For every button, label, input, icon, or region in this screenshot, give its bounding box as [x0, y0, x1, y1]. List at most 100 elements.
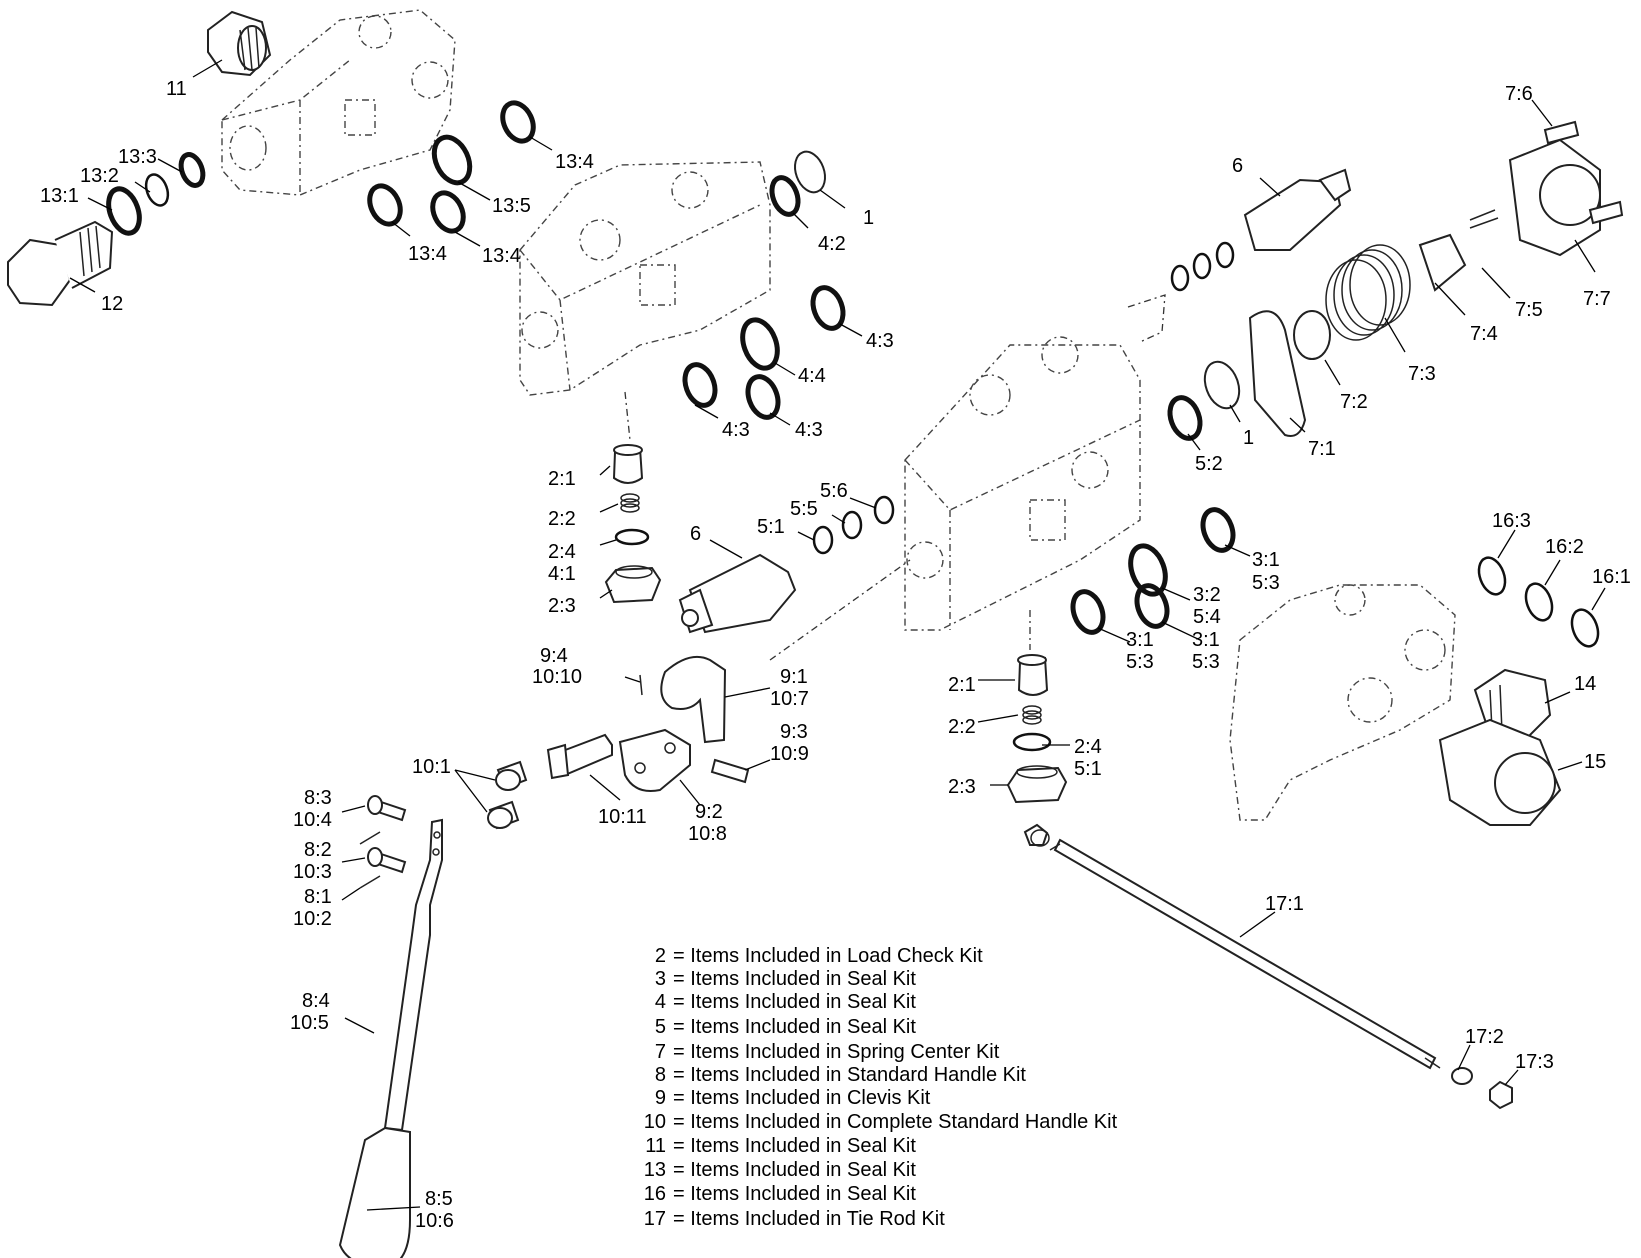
- callout-7-3: 7:3: [1408, 363, 1436, 385]
- callout-2-2a: 2:2: [548, 508, 576, 530]
- inlet-housing: [221, 9, 456, 196]
- callout-9-4: 9:4: [540, 645, 568, 667]
- callout-8-5: 8:5: [425, 1188, 453, 1210]
- legend-row: 16 = Items Included in Seal Kit: [644, 1183, 917, 1205]
- callout-16-3: 16:3: [1492, 510, 1531, 532]
- callout-17-1: 17:1: [1265, 893, 1304, 915]
- callout-5-3c: 5:3: [1192, 651, 1220, 673]
- callout-13-4b: 13:4: [408, 243, 447, 265]
- callout-10-6: 10:6: [415, 1210, 454, 1232]
- callout-10-2: 10:2: [293, 908, 332, 930]
- callout-4-2: 4:2: [818, 233, 846, 255]
- legend-text: = Items Included in Seal Kit: [673, 1183, 916, 1205]
- callout-3-1c: 3:1: [1192, 629, 1220, 651]
- callout-5-3a: 5:3: [1252, 572, 1280, 594]
- legend-text: = Items Included in Seal Kit: [673, 1159, 916, 1181]
- kit-legend: 2 = Items Included in Load Check Kit 3 =…: [644, 945, 1118, 1230]
- fitting-15: [1438, 718, 1562, 826]
- callout-13-4c: 13:4: [482, 245, 521, 267]
- legend-number: 13: [644, 1159, 666, 1181]
- callout-7-5: 7:5: [1515, 299, 1543, 321]
- callout-16-2: 16:2: [1545, 536, 1584, 558]
- outlet-housing: [1229, 584, 1456, 821]
- callout-10-11: 10:11: [598, 806, 647, 828]
- callout-3-1b: 3:1: [1126, 629, 1154, 651]
- callout-8-2: 8:2: [304, 839, 332, 861]
- callout-3-1a: 3:1: [1252, 549, 1280, 571]
- legend-row: 9 = Items Included in Clevis Kit: [655, 1087, 931, 1109]
- legend-text: = Items Included in Tie Rod Kit: [673, 1208, 945, 1230]
- legend-number: 2: [655, 945, 666, 967]
- callout-6a: 6: [1232, 155, 1243, 177]
- legend-number: 9: [655, 1087, 666, 1109]
- callout-13-2: 13:2: [80, 165, 119, 187]
- callout-16-1: 16:1: [1592, 566, 1631, 588]
- callout-15: 15: [1584, 751, 1606, 773]
- legend-text: = Items Included in Standard Handle Kit: [673, 1064, 1026, 1086]
- callout-2-1a: 2:1: [548, 468, 576, 490]
- work-section-center: [904, 294, 1166, 631]
- callout-11: 11: [166, 78, 187, 100]
- legend-row: 17 = Items Included in Tie Rod Kit: [644, 1208, 946, 1230]
- callout-2-1b: 2:1: [948, 674, 976, 696]
- callout-10-1: 10:1: [412, 756, 451, 778]
- spring-center-kit-7: [1248, 120, 1624, 437]
- callout-7-2: 7:2: [1340, 391, 1368, 413]
- callout-12: 12: [101, 293, 123, 315]
- relief-valve-6-right: [1170, 168, 1352, 292]
- callout-1a: 1: [863, 207, 874, 229]
- handle-pins-8: [359, 795, 407, 889]
- legend-number: 3: [655, 968, 666, 990]
- legend-number: 16: [644, 1183, 666, 1205]
- callout-14: 14: [1574, 673, 1596, 695]
- callout-7-1: 7:1: [1308, 438, 1336, 460]
- callout-7-6: 7:6: [1505, 83, 1533, 105]
- legend-text: = Items Included in Spring Center Kit: [673, 1041, 1000, 1063]
- callout-2-3b: 2:3: [948, 776, 976, 798]
- legend-number: 11: [645, 1135, 666, 1157]
- callout-10-8: 10:8: [688, 823, 727, 845]
- callout-labels: 11 13:3 13:2 13:1 12 13:4 13:5 13:4 13:4…: [40, 78, 1631, 1232]
- legend-text: = Items Included in Complete Standard Ha…: [673, 1111, 1118, 1133]
- clevis-pin-10-11: [546, 733, 613, 780]
- legend-text: = Items Included in Seal Kit: [673, 1016, 916, 1038]
- callout-3-2: 3:2: [1193, 584, 1221, 606]
- legend-row: 8 = Items Included in Standard Handle Ki…: [655, 1064, 1027, 1086]
- plug-11: [207, 10, 272, 77]
- callout-13-3: 13:3: [118, 146, 157, 168]
- legend-row: 7 = Items Included in Spring Center Kit: [655, 1041, 1000, 1063]
- callout-5-6: 5:6: [820, 480, 848, 502]
- callout-8-3: 8:3: [304, 787, 332, 809]
- leader-lines: [69, 59, 1606, 1211]
- callout-2-2b: 2:2: [948, 716, 976, 738]
- callout-4-4: 4:4: [798, 365, 826, 387]
- callout-4-3a: 4:3: [866, 330, 894, 352]
- legend-row: 13 = Items Included in Seal Kit: [644, 1159, 917, 1181]
- callout-10-3: 10:3: [293, 861, 332, 883]
- legend-text: = Items Included in Seal Kit: [673, 991, 916, 1013]
- legend-number: 17: [644, 1208, 666, 1230]
- callout-2-3a: 2:3: [548, 595, 576, 617]
- relief-valve-6-left: [678, 495, 895, 634]
- callout-10-10: 10:10: [532, 666, 582, 688]
- seal-rings-16: [1477, 556, 1600, 648]
- seal-rings-13: [106, 100, 536, 236]
- callout-5-2: 5:2: [1195, 453, 1223, 475]
- plug-12: [7, 220, 114, 307]
- callout-10-5: 10:5: [290, 1012, 329, 1034]
- legend-text: = Items Included in Load Check Kit: [673, 945, 983, 967]
- legend-number: 5: [655, 1016, 666, 1038]
- callout-13-4a: 13:4: [555, 151, 594, 173]
- callout-7-4: 7:4: [1470, 323, 1498, 345]
- legend-row: 2 = Items Included in Load Check Kit: [655, 945, 983, 967]
- callout-5-3b: 5:3: [1126, 651, 1154, 673]
- legend-text: = Items Included in Seal Kit: [673, 1135, 916, 1157]
- legend-number: 10: [644, 1111, 666, 1133]
- tie-rod-17: [1023, 823, 1513, 1110]
- callout-5-5: 5:5: [790, 498, 818, 520]
- callout-4-1: 4:1: [548, 563, 576, 585]
- callout-2-4a: 2:4: [548, 541, 576, 563]
- callout-10-7: 10:7: [770, 688, 809, 710]
- callout-8-4: 8:4: [302, 990, 330, 1012]
